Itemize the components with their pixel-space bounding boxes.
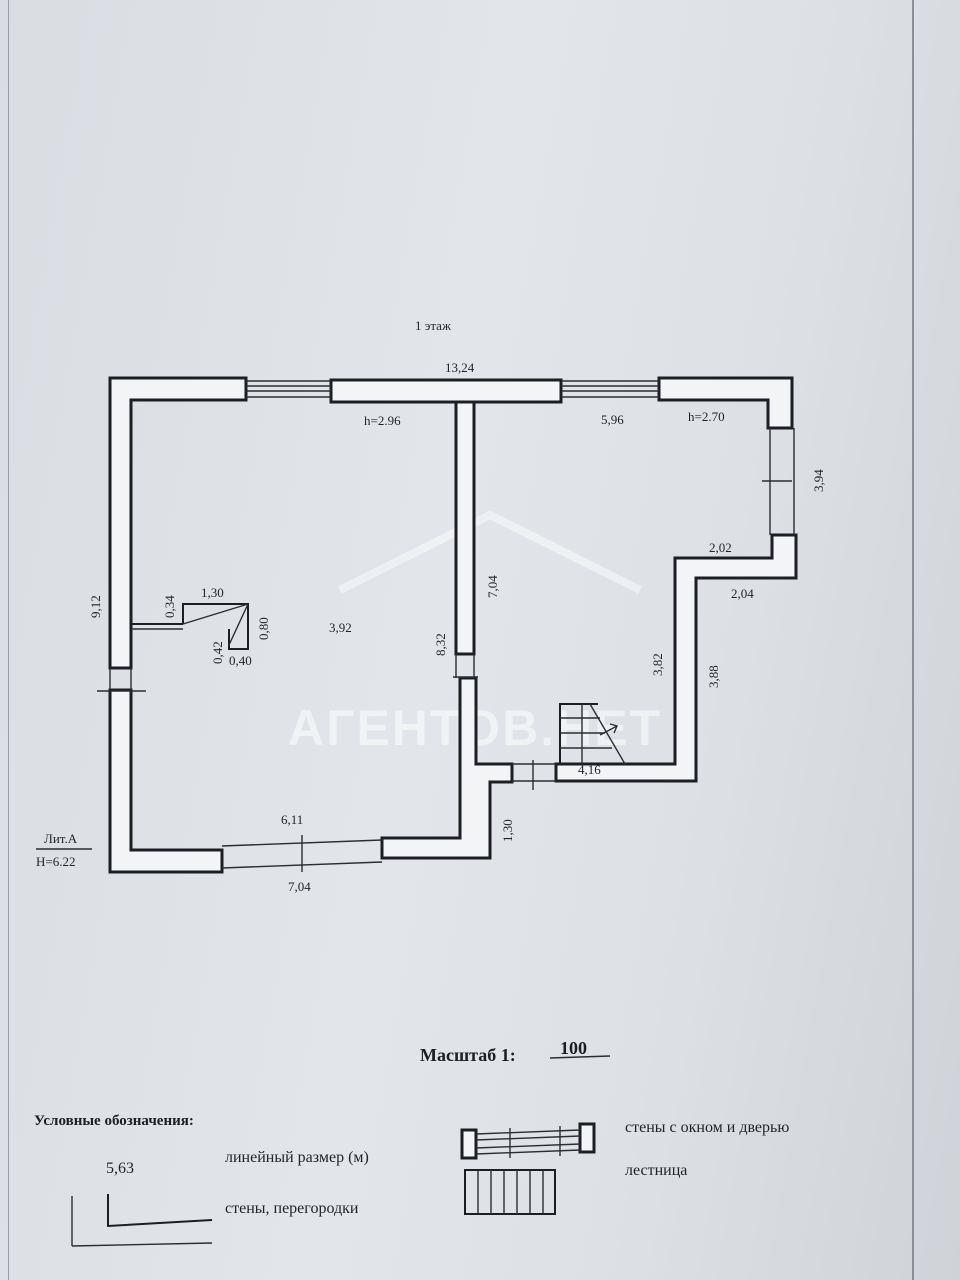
legend-walls: стены, перегородки [225, 1200, 359, 1217]
legend-wall-sample [107, 1194, 213, 1228]
partition-upper [454, 400, 476, 656]
legend-stairs: лестница [625, 1162, 687, 1179]
dim-bottom-inner: 6,11 [281, 812, 303, 827]
dim-stair-inner: 3,82 [650, 653, 665, 676]
window-right [762, 428, 795, 535]
watermark-roof-icon [338, 510, 642, 594]
dim-step-inner: 2,02 [709, 540, 732, 555]
door-entry [512, 760, 556, 790]
dim-left-height: 9,12 [88, 595, 103, 618]
dim-bottom-outer: 7,04 [288, 879, 311, 894]
legend-linear-size: линейный размер (м) [225, 1149, 369, 1166]
stairs [559, 703, 626, 765]
legend-sample-value: 5,63 [106, 1160, 134, 1177]
liter-label: Лит.А Н=6.22 [36, 831, 92, 869]
scale-label: Масштаб 1: [420, 1045, 516, 1065]
dim-right-height: 3,94 [811, 469, 826, 492]
paper-edge-left [8, 0, 9, 1280]
dim-closet-width: 1,30 [201, 585, 224, 600]
legend: Условные обозначения: 5,63 линейный разм… [34, 1113, 789, 1247]
floor-title: 1 этаж [415, 318, 452, 333]
dim-bottom-right: 4,16 [578, 762, 601, 777]
wall-top-right [657, 376, 794, 430]
liter-name: Лит.А [44, 831, 78, 846]
dim-right-room-width: 5,96 [601, 412, 624, 427]
height-right-room: h=2.70 [688, 409, 725, 424]
windows [221, 380, 795, 872]
window-top-right [561, 380, 659, 398]
dim-partition-total: 8,32 [433, 633, 448, 656]
dim-closet-top: 0,34 [162, 595, 177, 618]
legend-window-door-sample [460, 1122, 596, 1160]
legend-walls-window-door: стены с окном и дверью [625, 1119, 789, 1136]
paper-edge-right [912, 0, 914, 1280]
dimensions: 13,24 5,96 h=2.96 h=2.70 9,12 3,94 2,02 … [88, 360, 826, 894]
dim-partition-upper: 7,04 [485, 575, 500, 598]
walls [108, 376, 798, 874]
window-bottom [221, 835, 383, 872]
dim-total-width: 13,24 [445, 360, 475, 375]
legend-stairs-sample [464, 1169, 556, 1215]
wall-bottom-left [108, 688, 224, 874]
dim-closet-small: 0,42 [210, 641, 225, 664]
partition-lower [380, 676, 514, 860]
dim-entry-depth: 1,30 [500, 819, 515, 842]
wall-top-middle [329, 378, 563, 404]
dim-closet-bottom: 0,40 [229, 653, 252, 668]
legend-title: Условные обозначения: [34, 1113, 194, 1129]
closet [131, 603, 249, 650]
window-top-left [246, 380, 331, 398]
dim-closet-side: 0,80 [256, 617, 271, 640]
dim-left-room-depth: 3,92 [329, 620, 352, 635]
door-partition [453, 654, 478, 678]
scale-value: 100 [560, 1038, 587, 1058]
liter-height: Н=6.22 [36, 854, 75, 869]
dim-stair-outer: 3,88 [706, 665, 721, 688]
height-left-room: h=2.96 [364, 413, 401, 428]
door-left [97, 668, 146, 692]
dim-step-outer: 2,04 [731, 586, 754, 601]
scale-block: Масштаб 1: 100 [420, 1038, 611, 1065]
doors [97, 654, 556, 790]
